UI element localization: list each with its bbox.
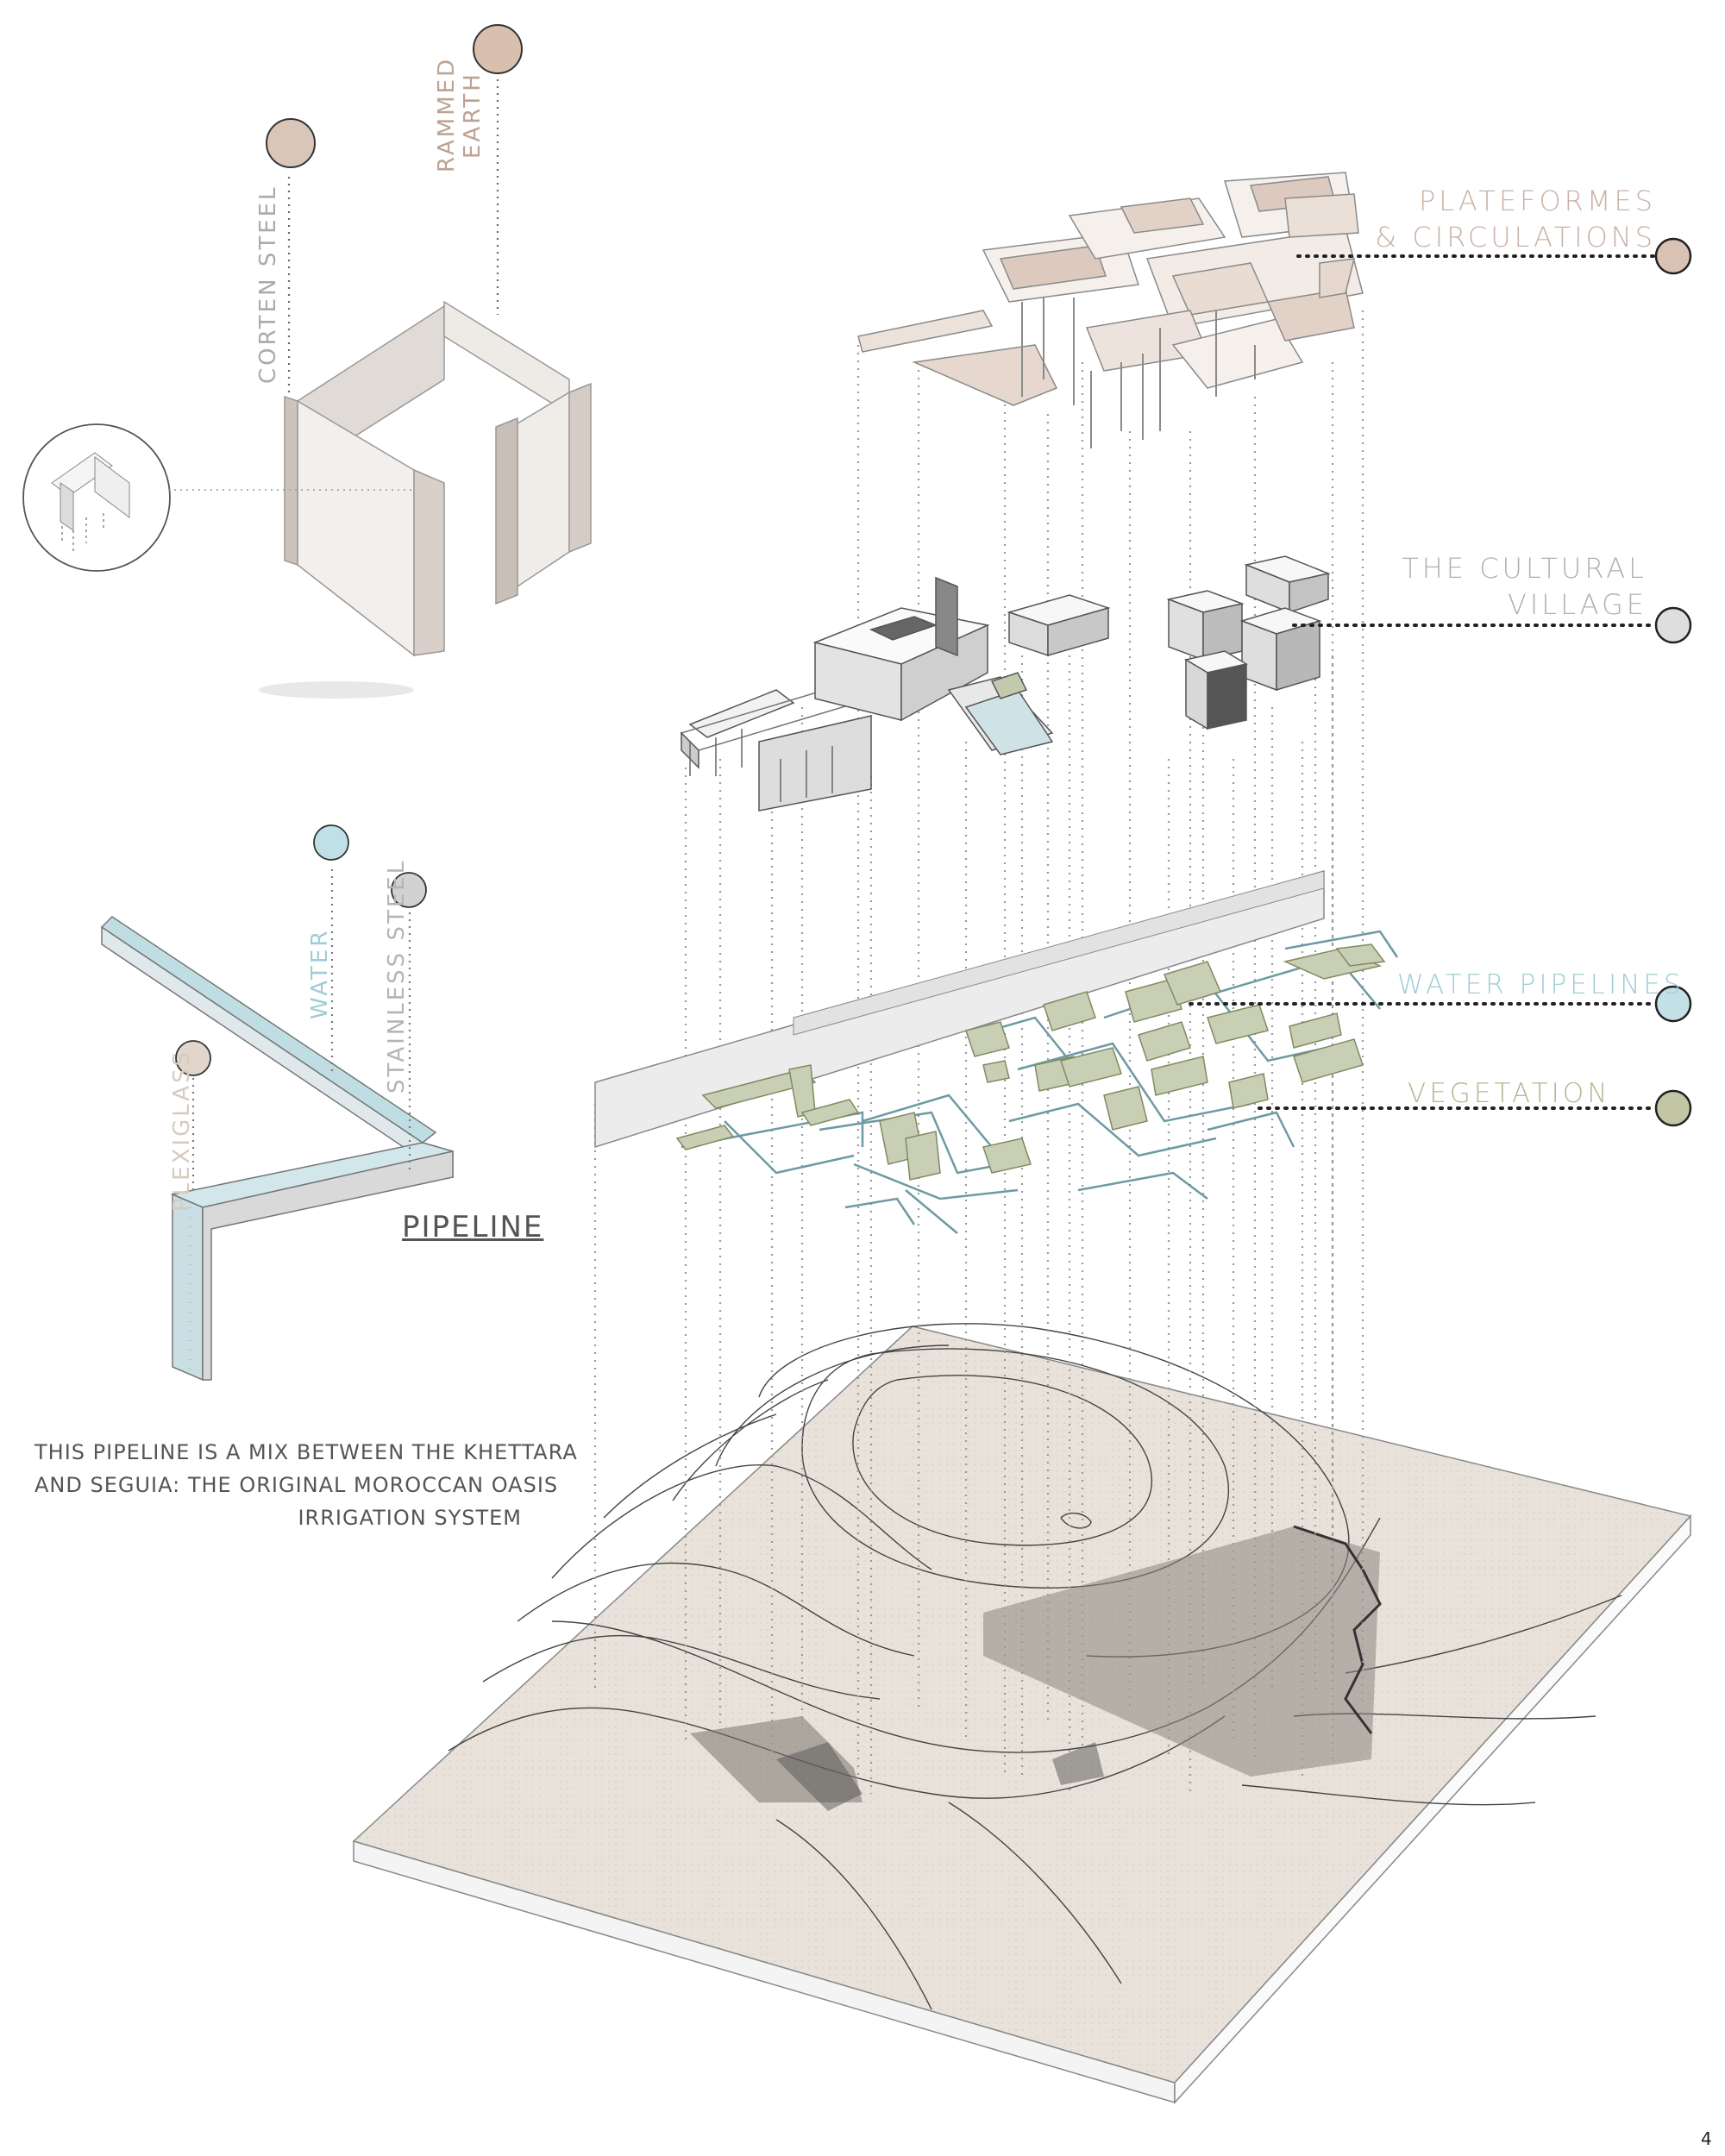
- description-line-2: AND SEGUIA: THE ORIGINAL MOROCCAN OASIS: [34, 1473, 559, 1497]
- right-callouts: [1189, 237, 1692, 1127]
- plateformes-label-line2: & CIRCULATIONS: [1375, 221, 1656, 254]
- platforms-layer: [857, 172, 1364, 448]
- rammed-earth-label-line2: EARTH: [460, 72, 486, 159]
- plexiglass-label: PLEXIGLASS: [169, 1049, 195, 1212]
- water-pipelines-label: WATER PIPELINES: [1397, 969, 1684, 1000]
- cultural-village-layer: [680, 555, 1331, 812]
- water-material-label: WATER: [307, 928, 333, 1019]
- wall-module-detail: [22, 24, 592, 699]
- cultural-village-label-line2: VILLAGE: [1507, 588, 1647, 621]
- rammed-earth-label: RAMMED EARTH: [434, 57, 486, 172]
- plateformes-label-line1: PLATEFORMES: [1419, 185, 1656, 217]
- cultural-village-label: THE CULTURAL VILLAGE: [1346, 550, 1647, 623]
- description-line-3: IRRIGATION SYSTEM: [298, 1506, 522, 1530]
- stainless-steel-label: STAINLESS STEEL: [384, 858, 410, 1094]
- pipeline-description: THIS PIPELINE IS A MIX BETWEEN THE KHETT…: [34, 1436, 578, 1534]
- rammed-earth-label-line1: RAMMED: [434, 56, 460, 172]
- corten-steel-label: CORTEN STEEL: [255, 185, 281, 384]
- water-vegetation-layer: [594, 870, 1399, 1234]
- pipeline-detail: [100, 824, 454, 1382]
- pipeline-title: PIPELINE: [402, 1210, 544, 1244]
- cultural-village-label-line1: THE CULTURAL: [1402, 552, 1647, 585]
- vegetation-label: VEGETATION: [1408, 1078, 1611, 1109]
- plateformes-label: PLATEFORMES & CIRCULATIONS: [1346, 183, 1656, 255]
- page-number: 4: [1701, 2128, 1712, 2149]
- description-line-1: THIS PIPELINE IS A MIX BETWEEN THE KHETT…: [34, 1440, 578, 1464]
